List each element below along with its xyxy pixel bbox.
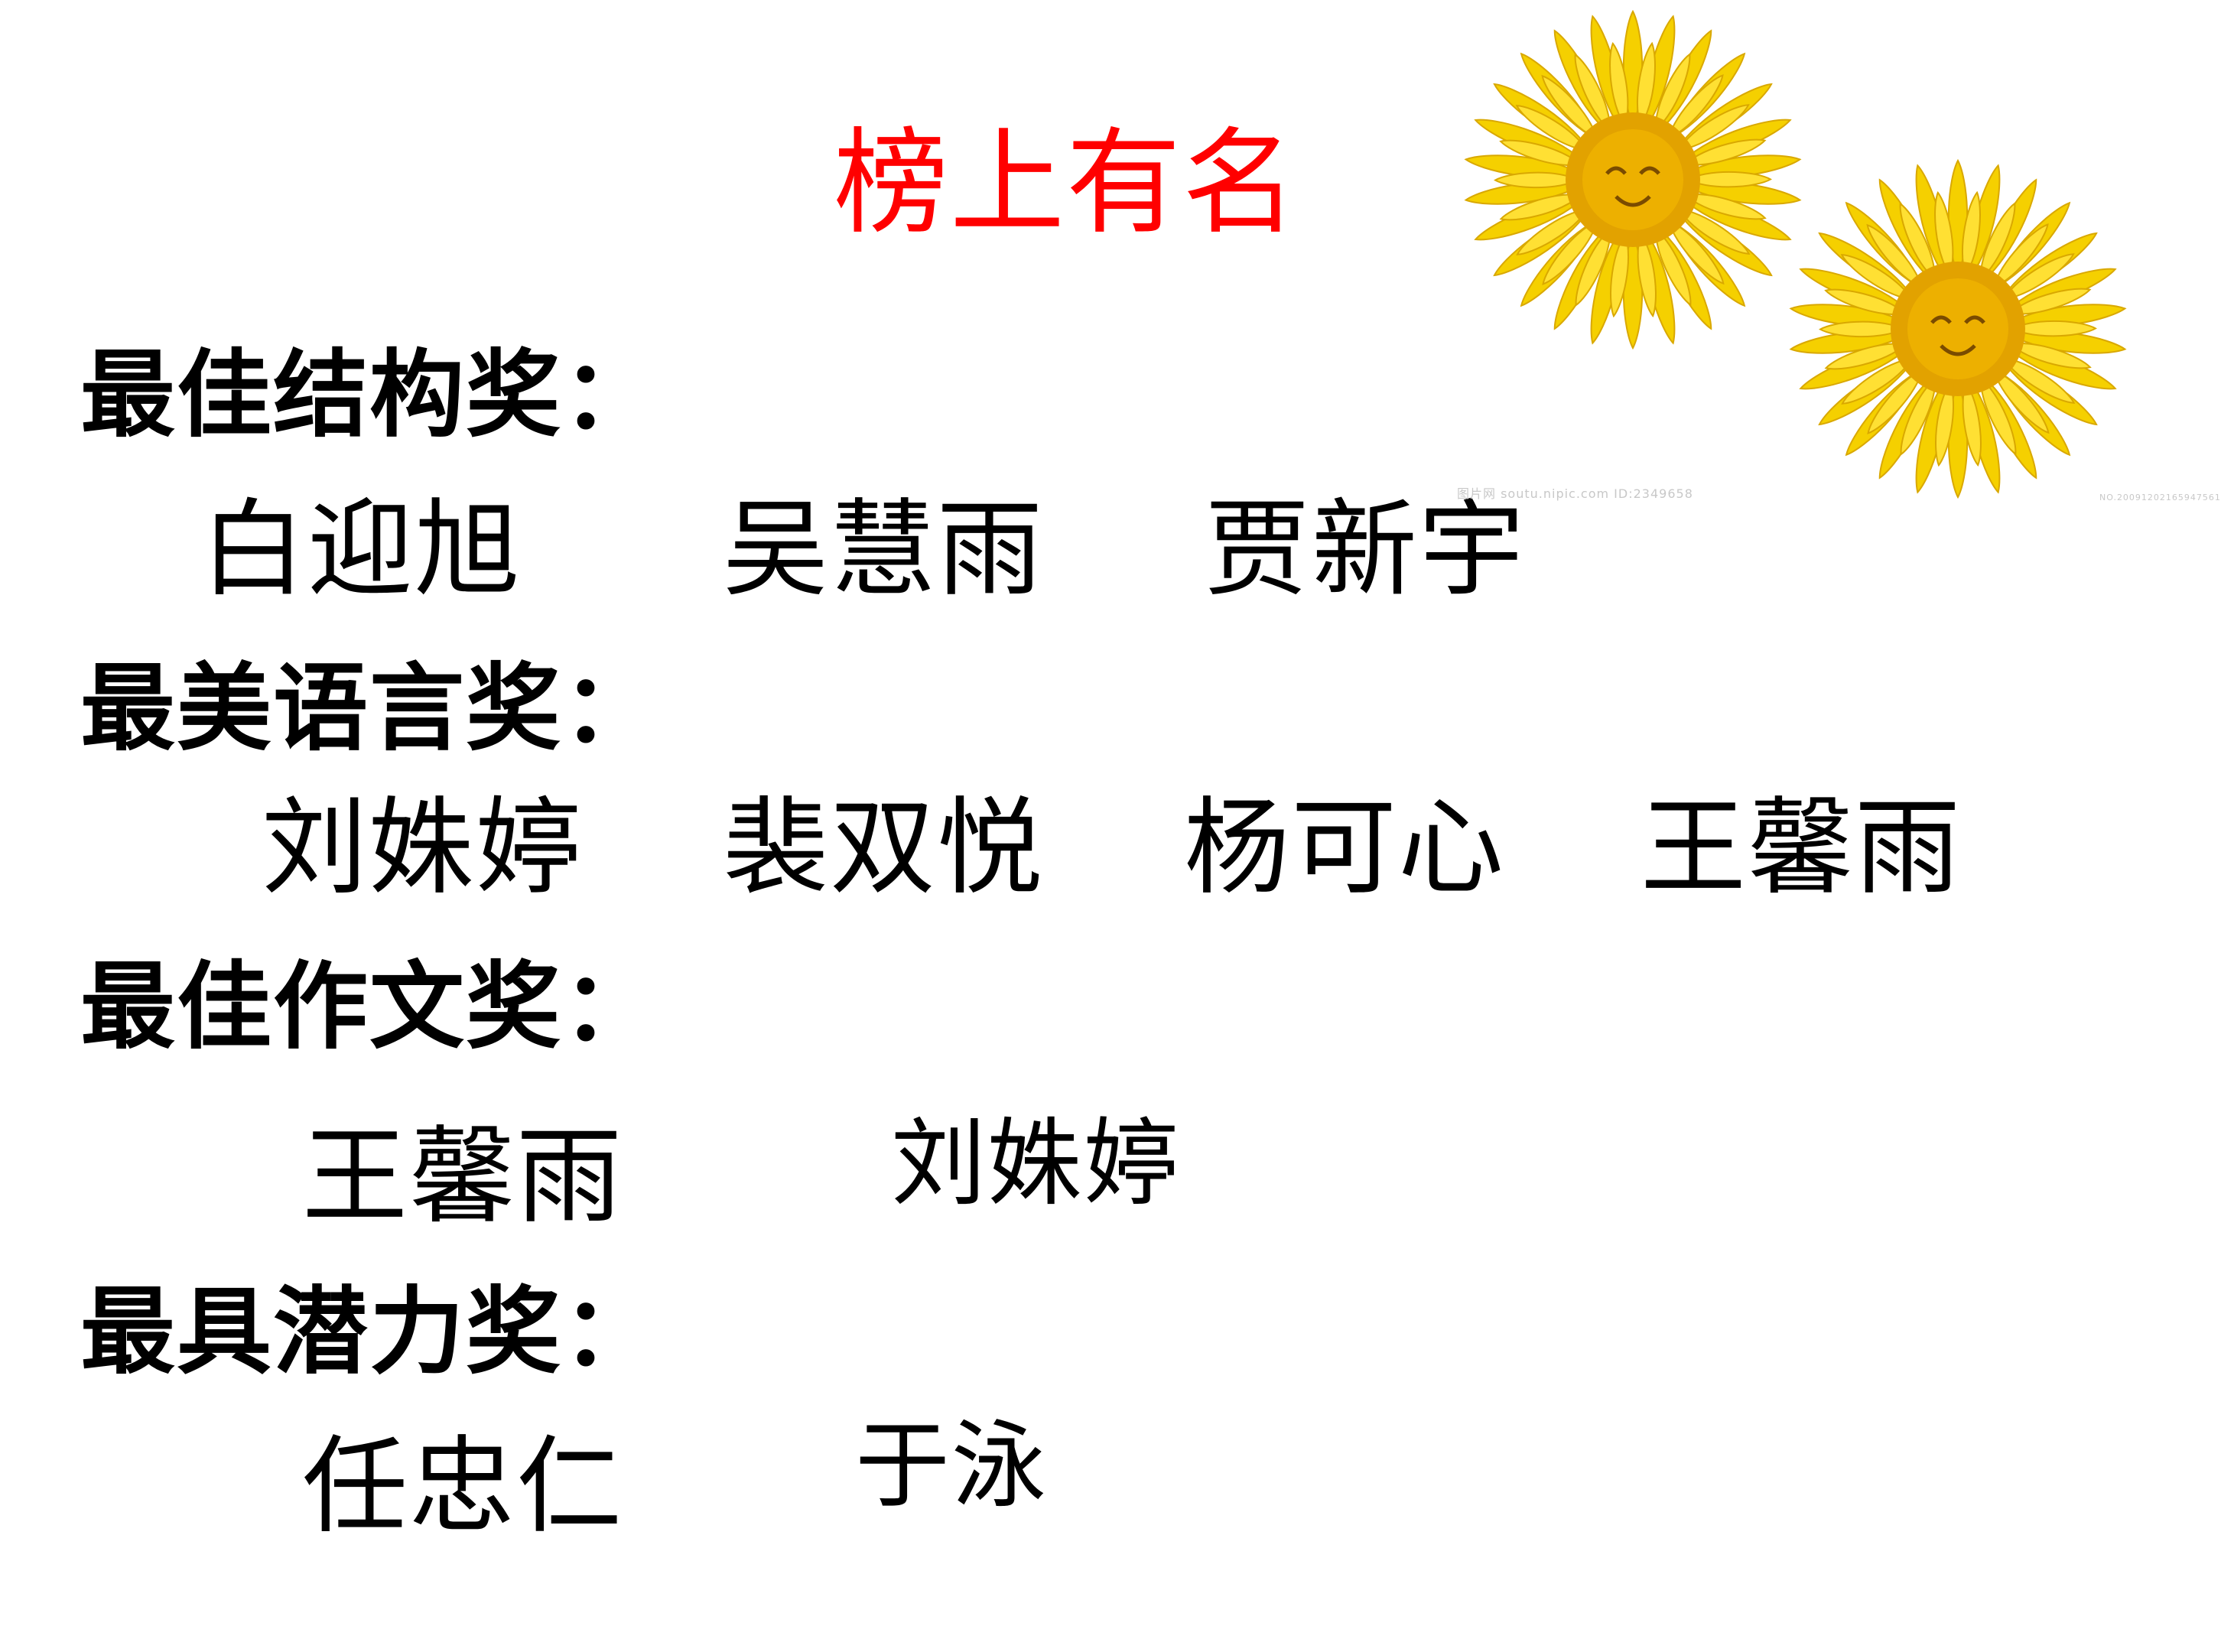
smiley-eye xyxy=(1964,315,1985,324)
winner-name: 白迎旭 xyxy=(200,488,522,611)
petal xyxy=(1991,223,2049,290)
flower-center-inner xyxy=(1582,129,1683,230)
petal xyxy=(1575,226,1612,307)
winner-name: 任忠仁 xyxy=(302,1425,624,1548)
winner-name: 王馨雨 xyxy=(1641,786,1962,909)
petal xyxy=(1682,138,1767,166)
petal xyxy=(1676,104,1750,152)
petal xyxy=(1654,53,1691,133)
petal xyxy=(1992,367,2050,434)
petal xyxy=(1962,379,1982,467)
petals xyxy=(1819,190,2097,467)
award-category-best-essay: 最佳作文奖： xyxy=(80,951,659,1062)
smiley-eye xyxy=(1605,166,1627,175)
winner-name: 裴双悦 xyxy=(723,786,1045,909)
petal xyxy=(2007,288,2092,315)
petal xyxy=(1499,139,1584,167)
watermark-text: NO.20091202165947561 xyxy=(2099,493,2221,502)
petal xyxy=(1682,193,1767,220)
winner-name: 王馨雨 xyxy=(302,1115,624,1238)
petal xyxy=(1684,171,1772,188)
petal xyxy=(1667,218,1725,285)
award-category-most-potential: 最具潜力奖： xyxy=(80,1276,659,1387)
winner-name: 刘姝婷 xyxy=(891,1109,1181,1219)
petal xyxy=(1866,223,1924,291)
petal xyxy=(1515,105,1590,152)
petal xyxy=(2009,320,2097,337)
petal xyxy=(1979,202,2016,282)
award-category-best-structure: 最佳结构奖： xyxy=(80,340,659,450)
petal xyxy=(1676,207,1751,255)
petal xyxy=(1499,193,1584,221)
petal xyxy=(1934,190,1954,278)
petal xyxy=(1654,226,1692,307)
petal xyxy=(1516,207,1590,255)
petal xyxy=(1840,254,1915,301)
petal xyxy=(1666,74,1724,141)
winner-name: 于泳 xyxy=(855,1411,1049,1521)
sunflower-icon xyxy=(1464,9,1802,350)
petal xyxy=(1979,376,2017,456)
petal xyxy=(1935,379,1954,467)
winner-name: 杨可心 xyxy=(1184,786,1506,909)
petal xyxy=(1824,288,1909,316)
petal xyxy=(1574,53,1611,133)
petal xyxy=(2001,356,2076,404)
petal xyxy=(1494,171,1582,189)
winner-name: 刘姝婷 xyxy=(262,786,584,909)
petal xyxy=(2001,253,2075,301)
winner-name: 贾新宇 xyxy=(1205,488,1527,611)
petal xyxy=(1824,343,1909,370)
petals xyxy=(1494,41,1772,318)
slide-title: 榜上有名 xyxy=(834,117,1299,250)
petal xyxy=(1962,190,1981,278)
petal xyxy=(2007,342,2092,369)
smiley-mouth xyxy=(1940,344,1976,356)
petal xyxy=(1867,368,1925,434)
petal xyxy=(1541,74,1599,141)
smiley-eye xyxy=(1930,315,1952,324)
smiling-sunflowers-icon xyxy=(1464,9,2127,499)
petal xyxy=(1542,219,1600,285)
petal xyxy=(1609,41,1629,129)
petal xyxy=(1637,41,1656,129)
smiley-mouth xyxy=(1615,195,1651,207)
flower-center-inner xyxy=(1907,278,2008,379)
award-category-best-language: 最美语言奖： xyxy=(80,653,659,764)
petal xyxy=(1900,376,1937,456)
watermark-text: 图片网 soutu.nipic.com ID:2349658 xyxy=(1457,486,1693,501)
petal xyxy=(1899,202,1936,282)
sunflower-icon xyxy=(1789,158,2127,499)
smiley-eye xyxy=(1639,166,1660,175)
petal xyxy=(1610,230,1629,318)
winner-name: 吴慧雨 xyxy=(723,488,1045,611)
petal xyxy=(1841,356,1915,405)
petal xyxy=(1637,230,1657,318)
petal xyxy=(1819,320,1907,338)
